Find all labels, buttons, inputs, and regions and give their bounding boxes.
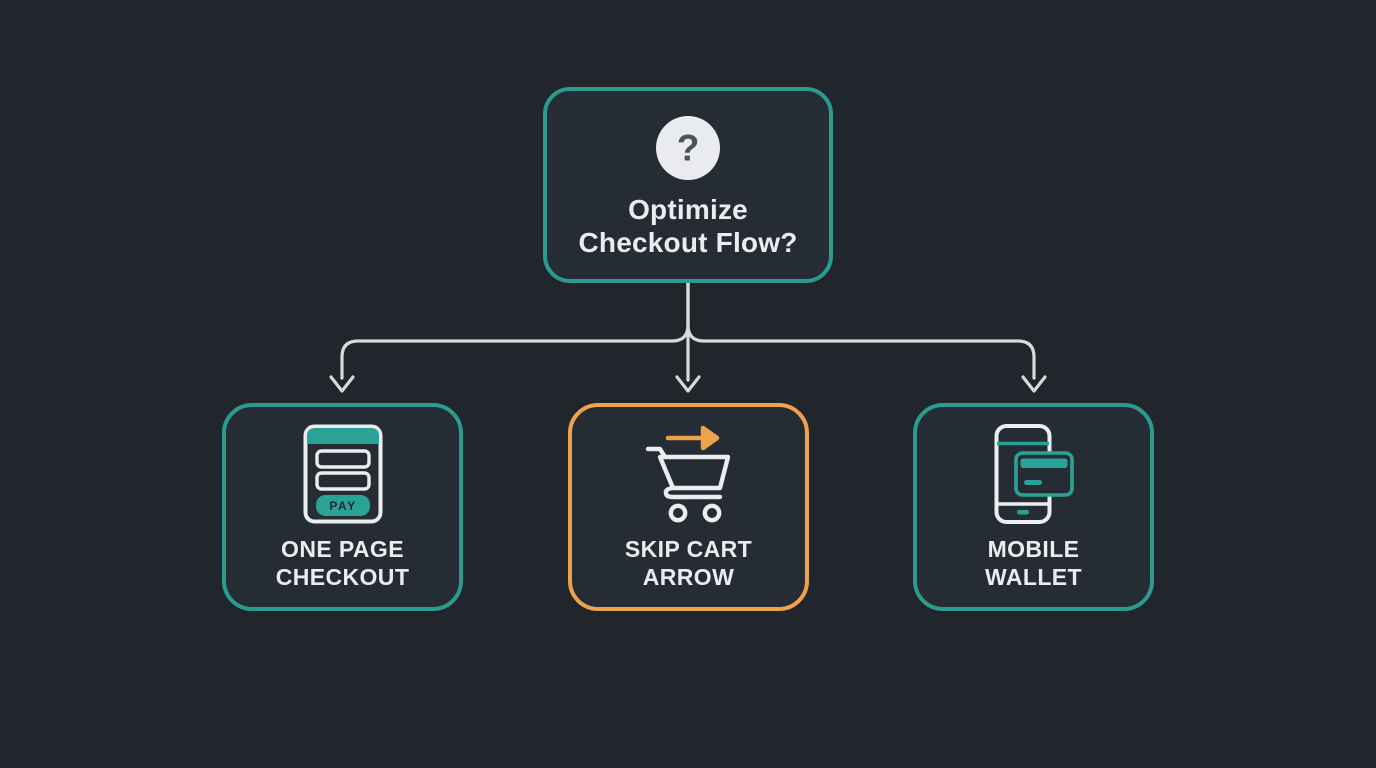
arrowhead-right-icon [1021,375,1047,393]
option-label: ONE PAGE CHECKOUT [275,536,410,590]
card-magnetic-stripe [1020,458,1067,468]
option-icon-slot: PAY [303,424,383,526]
phone-with-credit-card-icon [994,424,1074,524]
pay-button-label: PAY [329,499,356,513]
connector-left-branch [340,281,690,380]
decision-title: Optimize Checkout Flow? [578,194,798,258]
question-mark-icon: ? [656,116,720,180]
pay-button [315,495,370,516]
shopping-cart-skip-arrow-icon [645,425,730,523]
option-label: MOBILE WALLET [985,536,1082,590]
option-node-one-page-checkout: PAY ONE PAGE CHECKOUT [222,403,463,611]
connector-right-branch [686,281,1036,380]
skip-arrow [665,425,719,451]
card-number-dash [1023,480,1042,485]
option-icon-slot [644,424,734,526]
arrowhead-center-icon [675,375,701,393]
option-node-skip-cart-arrow: SKIP CART ARROW [568,403,809,611]
form-field-2 [314,471,371,491]
question-mark-glyph: ? [677,128,700,169]
option-node-mobile-wallet: MOBILE WALLET [913,403,1154,611]
form-header-bar [306,428,379,444]
decision-node: ? Optimize Checkout Flow? [543,87,833,283]
phone-home-button [1016,510,1029,515]
form-field-1 [314,449,371,469]
cart-outline [645,446,730,523]
one-page-checkout-form-icon: PAY [303,424,382,524]
option-label: SKIP CART ARROW [624,536,753,590]
arrowhead-left-icon [329,375,355,393]
option-icon-slot [993,424,1075,526]
